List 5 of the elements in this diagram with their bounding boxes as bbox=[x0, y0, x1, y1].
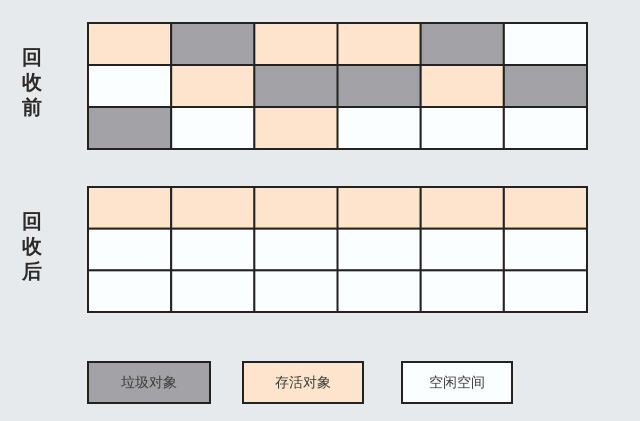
section-label: 回收前 bbox=[21, 45, 43, 120]
legend-label: 垃圾对象 bbox=[121, 374, 177, 392]
legend-label: 空闲空间 bbox=[429, 374, 485, 392]
legend-label: 存活对象 bbox=[275, 374, 331, 392]
section-label: 回收后 bbox=[20, 209, 43, 284]
